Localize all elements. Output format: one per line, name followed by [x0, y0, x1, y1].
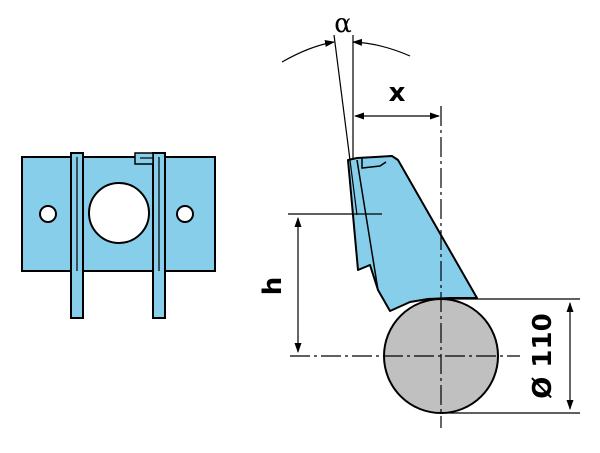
alpha-arc — [281, 40, 335, 63]
alpha-label: α — [334, 9, 352, 39]
diameter-label: Ø 110 — [528, 313, 558, 398]
front-view — [21, 152, 216, 319]
x-label: x — [389, 78, 406, 108]
side-view: α x h Ø 110 — [258, 9, 580, 428]
side-hole-right — [176, 205, 194, 223]
h-label: h — [258, 277, 288, 296]
center-hole — [88, 182, 150, 244]
side-hole-left — [39, 205, 57, 223]
alpha-line-inclined — [333, 34, 358, 216]
bracket-side-body — [347, 155, 478, 312]
